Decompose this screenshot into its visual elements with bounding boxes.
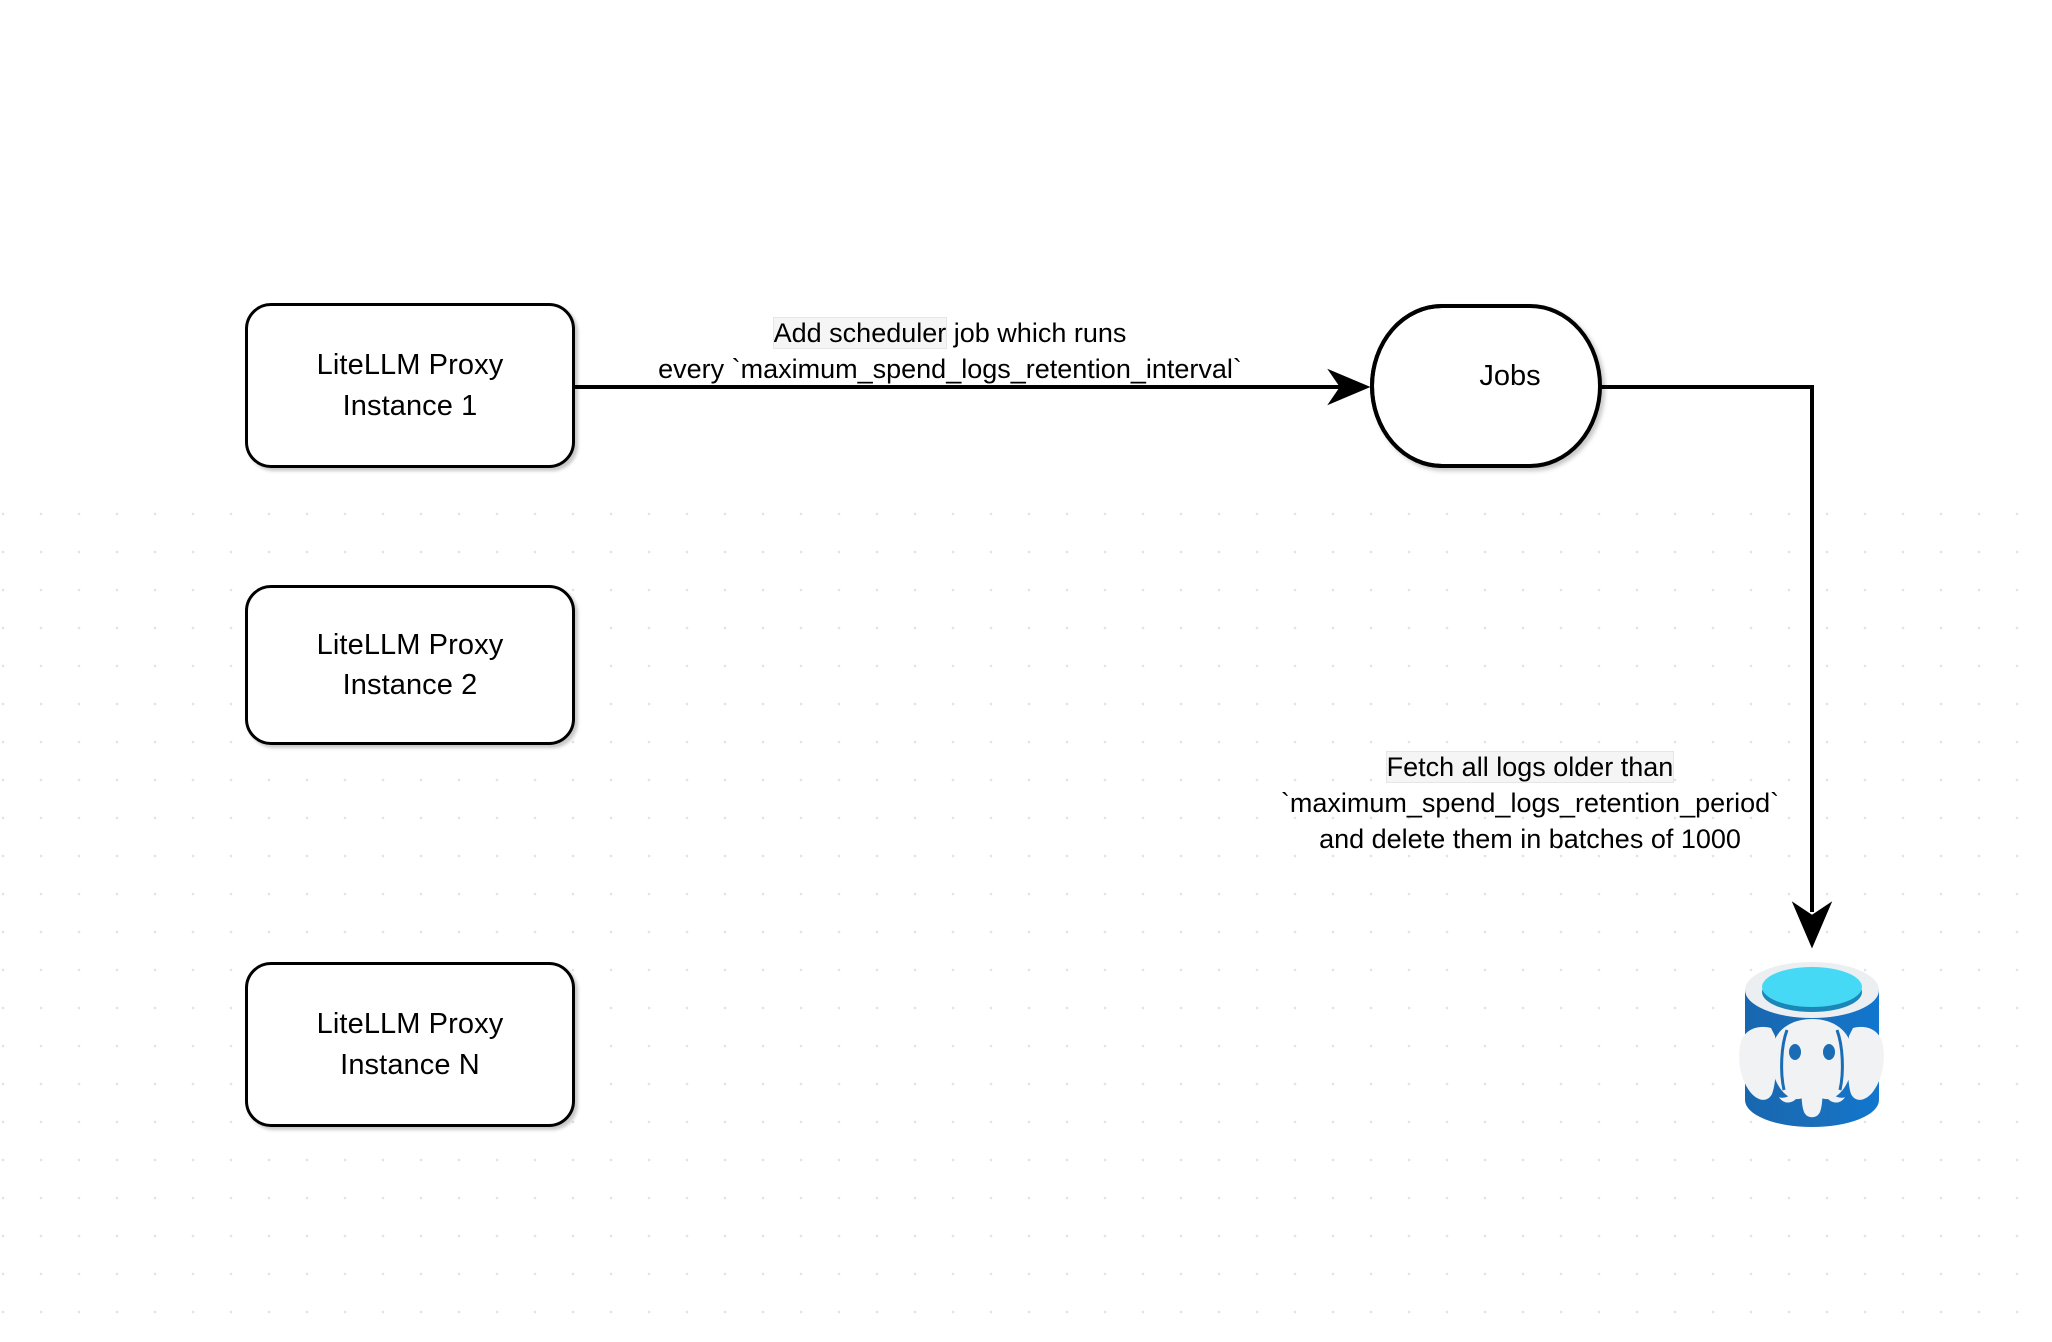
- edge-scheduler-label-line-1-rest: job which runs: [946, 318, 1127, 348]
- arrowhead-icon: [1791, 901, 1833, 949]
- node-jobs-label: Jobs: [1479, 360, 1541, 392]
- edge-delete-logs-label: Fetch all logs older than `maximum_spend…: [1240, 750, 1820, 858]
- edge-delete-logs-label-line-1: Fetch all logs older than: [1240, 750, 1820, 786]
- edge-scheduler-label-highlight: Add scheduler: [772, 317, 948, 349]
- postgresql-database-icon[interactable]: [1739, 962, 1884, 1127]
- node-litellm-proxy-instance-2[interactable]: LiteLLM Proxy Instance 2: [245, 585, 575, 745]
- node-label: LiteLLM Proxy Instance 1: [316, 349, 504, 422]
- edge-scheduler-label-line-2: every `maximum_spend_logs_retention_inte…: [658, 353, 1242, 384]
- edge-scheduler-label: Add scheduler job which runs every `maxi…: [600, 316, 1300, 388]
- edge-scheduler-connector[interactable]: [575, 368, 1371, 406]
- elephant-glyph-icon: [1739, 1019, 1884, 1118]
- edge-delete-logs-connector[interactable]: [1600, 385, 1833, 949]
- arrowhead-icon: [1327, 368, 1371, 406]
- jobs-cylinder-shape[interactable]: [1370, 304, 1602, 468]
- edge-delete-logs-label-highlight: Fetch all logs older than: [1385, 751, 1675, 783]
- node-label: LiteLLM Proxy Instance 2: [316, 628, 504, 701]
- node-litellm-proxy-instance-1[interactable]: LiteLLM Proxy Instance 1: [245, 303, 575, 468]
- node-litellm-proxy-instance-n[interactable]: LiteLLM Proxy Instance N: [245, 962, 575, 1127]
- node-label: LiteLLM Proxy Instance N: [316, 1008, 504, 1081]
- edge-scheduler-label-line-1: Add scheduler job which runs: [600, 316, 1300, 352]
- edge-delete-logs-label-line-3: and delete them in batches of 1000: [1319, 823, 1741, 854]
- edge-delete-logs-label-line-2: `maximum_spend_logs_retention_period`: [1280, 787, 1780, 818]
